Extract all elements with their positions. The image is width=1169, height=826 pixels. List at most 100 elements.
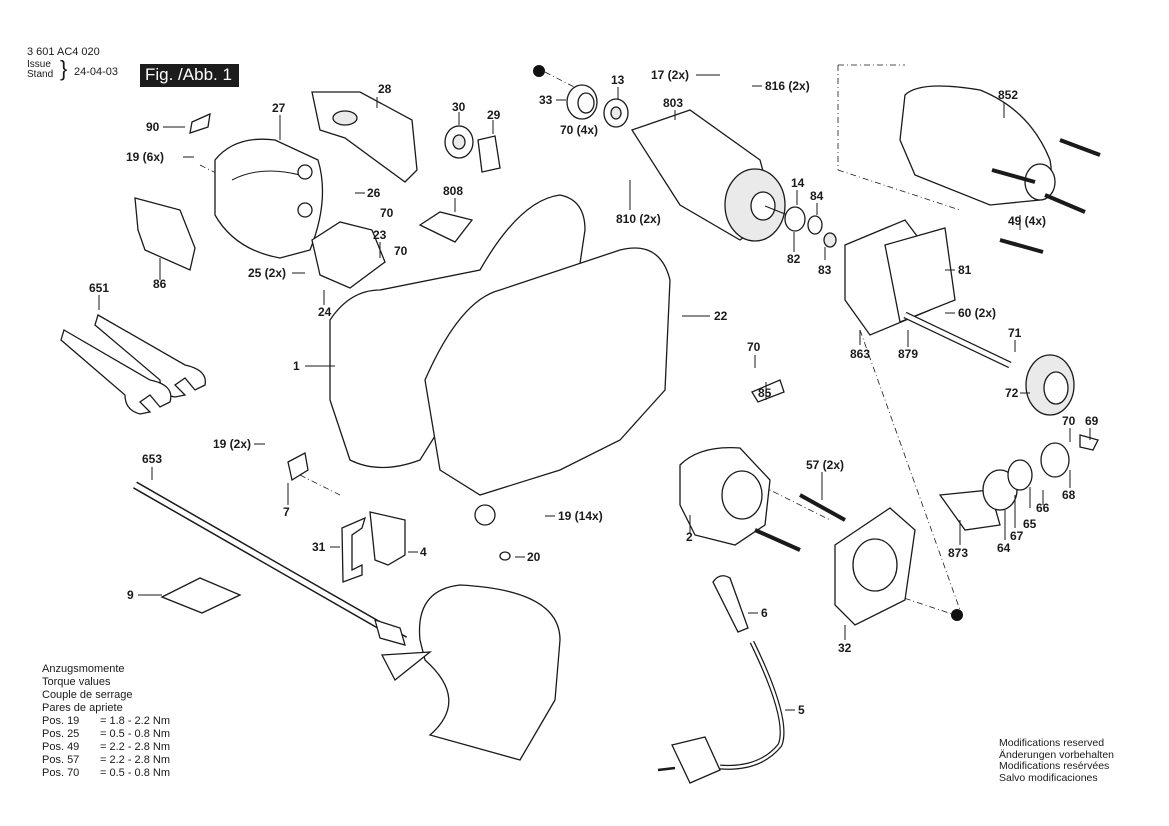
part-1-main-housing bbox=[329, 194, 671, 526]
part-32-end-cap bbox=[834, 507, 916, 626]
callout-2: 2 bbox=[686, 530, 693, 544]
part-29-block bbox=[477, 135, 501, 173]
modifications-es: Salvo modificaciones bbox=[999, 771, 1098, 784]
part-68-knob bbox=[1040, 442, 1070, 478]
part-49-bolts bbox=[991, 138, 1101, 254]
part-90-label bbox=[189, 112, 211, 134]
part-879-shaft bbox=[903, 311, 1012, 369]
torque-row: Pos. 57 = 2.2 - 2.8 Nm bbox=[42, 754, 170, 767]
torque-pos: Pos. 19 bbox=[42, 715, 80, 727]
callout-25-2x: 25 (2x) bbox=[248, 266, 287, 280]
callout-653: 653 bbox=[142, 452, 163, 466]
callout-70: 70 bbox=[380, 206, 394, 220]
callout-816-2x: 816 (2x) bbox=[765, 79, 810, 93]
callout-879: 879 bbox=[898, 347, 919, 361]
callout-810-2x: 810 (2x) bbox=[616, 212, 661, 226]
callout-23: 23 bbox=[373, 228, 387, 242]
callout-24: 24 bbox=[318, 305, 332, 319]
torque-pos: Pos. 25 bbox=[42, 728, 80, 740]
callout-13: 13 bbox=[611, 73, 625, 87]
callout-68: 68 bbox=[1062, 488, 1076, 502]
part-69-clip bbox=[1079, 434, 1099, 451]
callout-72: 72 bbox=[1005, 386, 1019, 400]
torque-row: Pos. 25 = 0.5 - 0.8 Nm bbox=[42, 728, 170, 741]
part-81-gasket bbox=[884, 227, 956, 323]
torque-value: = 2.2 - 2.8 Nm bbox=[100, 741, 171, 753]
part-30-bearing bbox=[444, 125, 474, 159]
part-13-bearing bbox=[603, 98, 629, 128]
part-24-holder bbox=[311, 221, 386, 289]
part-9-label-plate bbox=[160, 577, 242, 614]
callout-19-6x: 19 (6x) bbox=[126, 150, 165, 164]
torque-row: Pos. 70= 0.5 - 0.8 Nm bbox=[42, 767, 170, 780]
torque-value: = 1.8 - 2.2 Nm bbox=[100, 715, 171, 727]
brace-glyph: } bbox=[60, 56, 68, 81]
torque-pos: Pos. 57 bbox=[42, 754, 80, 766]
torque-value: = 0.5 - 0.8 Nm bbox=[100, 767, 171, 779]
part-651-wrenches bbox=[60, 314, 206, 415]
callout-22: 22 bbox=[714, 309, 728, 323]
callout-30: 30 bbox=[452, 100, 466, 114]
torque-title-en: Torque values bbox=[42, 676, 111, 688]
callout-60-2x: 60 (2x) bbox=[958, 306, 997, 320]
callout-33: 33 bbox=[539, 93, 553, 107]
part-31-clip bbox=[341, 516, 367, 583]
callout-28: 28 bbox=[378, 82, 392, 96]
torque-value: = 2.2 - 2.8 Nm bbox=[100, 754, 171, 766]
callout-66: 66 bbox=[1036, 501, 1050, 515]
callout-14: 14 bbox=[791, 176, 805, 190]
part-72-gear bbox=[1025, 354, 1075, 416]
torque-pos: Pos. 49 bbox=[42, 741, 80, 753]
modifications-fr: Modifications resérvées bbox=[999, 760, 1110, 772]
callout-70: 70 bbox=[747, 340, 761, 354]
torque-title-es: Pares de apriete bbox=[42, 702, 123, 714]
callout-85: 85 bbox=[758, 386, 772, 400]
callout-70-4x: 70 (4x) bbox=[560, 123, 599, 137]
modifications-de: Änderungen vorbehalten bbox=[999, 748, 1115, 761]
part-67-o-ring bbox=[1007, 459, 1033, 491]
part-7-clamp bbox=[287, 452, 309, 482]
callout-651: 651 bbox=[89, 281, 110, 295]
callout-26: 26 bbox=[367, 186, 381, 200]
part-83-spring bbox=[823, 232, 837, 248]
callout-29: 29 bbox=[487, 108, 501, 122]
document-number: 3 601 AC4 020 bbox=[27, 46, 100, 58]
callout-65: 65 bbox=[1023, 517, 1037, 531]
callout-70: 70 bbox=[1062, 414, 1076, 428]
torque-title-de: Anzugsmomente bbox=[42, 663, 125, 675]
part-33-ring bbox=[566, 84, 598, 120]
callout-71: 71 bbox=[1008, 326, 1022, 340]
callout-49-4x: 49 (4x) bbox=[1008, 214, 1047, 228]
callout-81: 81 bbox=[958, 263, 972, 277]
callout-852: 852 bbox=[998, 88, 1019, 102]
callout-82: 82 bbox=[787, 252, 801, 266]
torque-value: = 0.5 - 0.8 Nm bbox=[100, 728, 171, 740]
callout-67: 67 bbox=[1010, 529, 1024, 543]
part-6-cable-sleeve bbox=[712, 575, 749, 633]
part-27-end-housing bbox=[214, 138, 324, 259]
callout-57-2x: 57 (2x) bbox=[806, 458, 845, 472]
part-2-stator bbox=[679, 446, 771, 546]
torque-row: Pos. 19 = 1.8 - 2.2 Nm bbox=[42, 715, 170, 728]
callout-7: 7 bbox=[283, 505, 290, 519]
part-86-cover bbox=[134, 197, 196, 271]
callout-leader-lines bbox=[98, 74, 1091, 711]
part-28-cover-plate bbox=[311, 91, 418, 183]
callout-863: 863 bbox=[850, 347, 871, 361]
callout-32: 32 bbox=[838, 641, 852, 655]
callout-31: 31 bbox=[312, 540, 326, 554]
callout-70: 70 bbox=[394, 244, 408, 258]
callout-808: 808 bbox=[443, 184, 464, 198]
callout-27: 27 bbox=[272, 101, 286, 115]
callout-84: 84 bbox=[810, 189, 824, 203]
callout-86: 86 bbox=[153, 277, 167, 291]
callout-83: 83 bbox=[818, 263, 832, 277]
callout-17-2x: 17 (2x) bbox=[651, 68, 690, 82]
reference-dot-top bbox=[533, 65, 545, 77]
reference-dot-bottom bbox=[951, 609, 963, 621]
callout-64: 64 bbox=[997, 541, 1011, 555]
callout-69: 69 bbox=[1085, 414, 1099, 428]
callout-873: 873 bbox=[948, 546, 969, 560]
figure-label: Fig. /Abb. 1 bbox=[140, 64, 239, 87]
